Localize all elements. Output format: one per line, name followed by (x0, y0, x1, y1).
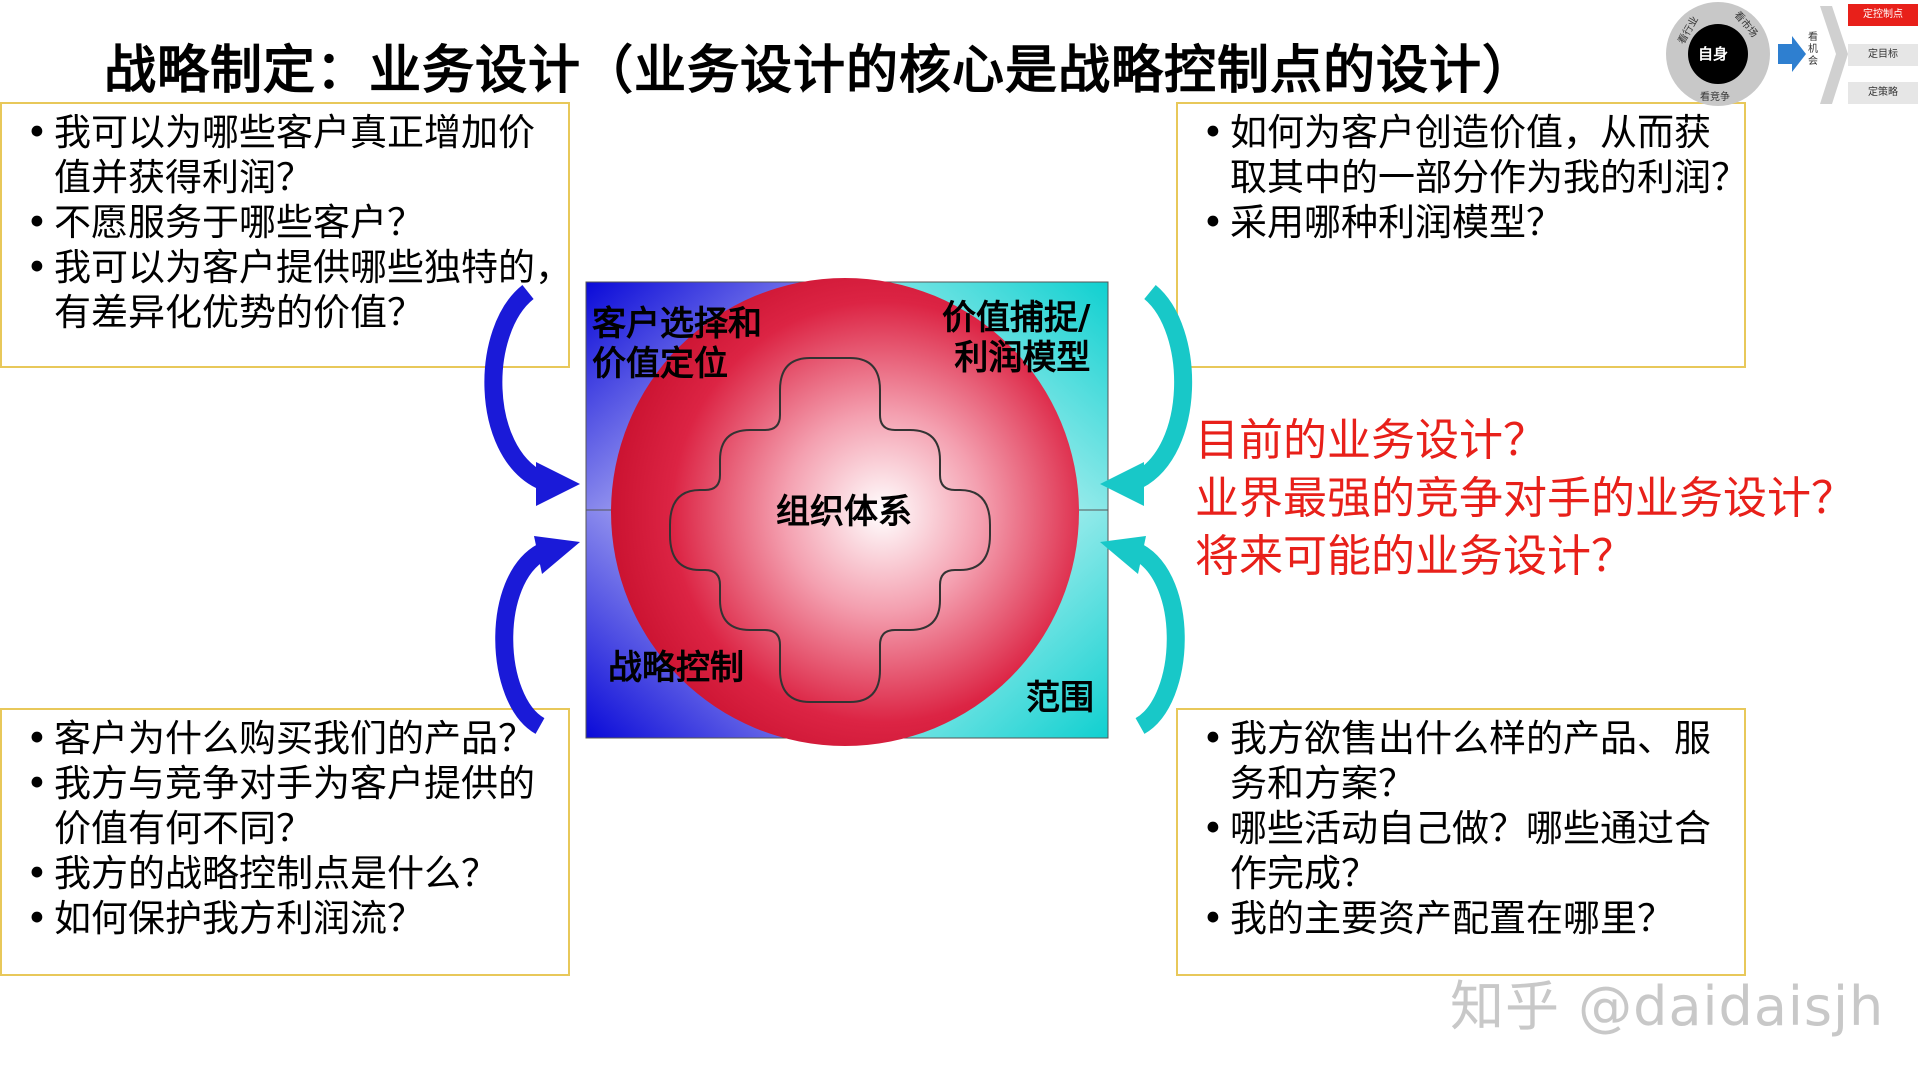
quadrant-label-customer: 客户选择和 价值定位 (592, 304, 762, 384)
arrow-left-bottom (495, 544, 547, 734)
arrow-right-top-head (1100, 462, 1144, 506)
arrow-left-top (484, 284, 545, 489)
center-label: 组织体系 (776, 492, 912, 532)
question-list: 我方欲售出什么样的产品、服 务和方案？哪些活动自己做？哪些通过合 作完成？我的主… (1202, 716, 1734, 941)
page-title: 战略制定：业务设计（业务设计的核心是战略控制点的设计） (104, 41, 1536, 101)
question-box-top-right: 如何为客户创造价值，从而获 取其中的一部分作为我的利润？采用哪种利润模型？ (1176, 102, 1748, 368)
organization-sphere (611, 278, 1079, 746)
question-item: 我可以为哪些客户真正增加价 值并获得利润？ (26, 110, 558, 200)
mini-center-label: 自身 (1698, 45, 1729, 63)
question-item: 客户为什么购买我们的产品？ (26, 716, 558, 761)
design-question: 将来可能的业务设计？ (1195, 531, 1635, 582)
question-item: 如何保护我方利润流？ (26, 896, 558, 941)
question-item: 采用哪种利润模型？ (1202, 200, 1734, 245)
question-item: 我可以为客户提供哪些独特的， 有差异化优势的价值？ (26, 245, 572, 335)
question-item: 我方欲售出什么样的产品、服 务和方案？ (1202, 716, 1734, 806)
quadrant-label-strategic-control: 战略控制 (608, 648, 744, 688)
arrow-right-bottom (1133, 544, 1185, 734)
mini-chip: 定控制点 (1848, 4, 1918, 26)
mini-nav-graphic (1666, 2, 1848, 106)
mini-side-label: 看 机 会 (1808, 32, 1818, 67)
question-box-bottom-right: 我方欲售出什么样的产品、服 务和方案？哪些活动自己做？哪些通过合 作完成？我的主… (1176, 708, 1746, 976)
diagram-graphic (484, 278, 1192, 746)
question-item: 如何为客户创造价值，从而获 取其中的一部分作为我的利润？ (1202, 110, 1748, 200)
arrow-left-bottom-head (534, 536, 580, 574)
quadrant-label-value-capture: 价值捕捉/ 利润模型 (942, 298, 1091, 378)
mini-ring-label: 看竞争 (1700, 92, 1730, 103)
design-question: 目前的业务设计？ (1195, 415, 1547, 466)
business-design-diagram: 客户选择和 价值定位 价值捕捉/ 利润模型 战略控制 范围 组织体系 (480, 270, 1200, 750)
question-item: 我方与竞争对手为客户提供的 价值有何不同？ (26, 761, 558, 851)
mini-chip: 定策略 (1848, 82, 1918, 104)
design-questions: 目前的业务设计？ 业界最强的竞争对手的业务设计？ 将来可能的业务设计？ (1195, 412, 1855, 586)
arrow-right-bottom-head (1100, 536, 1146, 574)
question-list: 客户为什么购买我们的产品？我方与竞争对手为客户提供的 价值有何不同？我方的战略控… (26, 716, 558, 941)
question-list: 如何为客户创造价值，从而获 取其中的一部分作为我的利润？采用哪种利润模型？ (1202, 110, 1748, 245)
watermark: 知乎 @daidaisjh (1450, 975, 1885, 1038)
question-item: 不愿服务于哪些客户？ (26, 200, 558, 245)
question-item: 我方的战略控制点是什么？ (26, 851, 558, 896)
quadrant-label-scope: 范围 (1026, 678, 1094, 718)
arrow-left-top-head (536, 462, 580, 506)
question-item: 哪些活动自己做？哪些通过合 作完成？ (1202, 806, 1734, 896)
question-box-bottom-left: 客户为什么购买我们的产品？我方与竞争对手为客户提供的 价值有何不同？我方的战略控… (0, 708, 570, 976)
organization-cross (669, 357, 991, 703)
mini-chip: 定目标 (1848, 44, 1918, 66)
question-list: 我可以为哪些客户真正增加价 值并获得利润？不愿服务于哪些客户？我可以为客户提供哪… (26, 110, 572, 335)
mini-nav: 自身 看行业 看市场 看竞争 看 机 会 定控制点 定目标 定策略 (1660, 0, 1920, 110)
arrow-right-top (1133, 285, 1192, 488)
question-item: 我的主要资产配置在哪里？ (1202, 896, 1734, 941)
design-question: 业界最强的竞争对手的业务设计？ (1195, 473, 1855, 524)
question-box-top-left: 我可以为哪些客户真正增加价 值并获得利润？不愿服务于哪些客户？我可以为客户提供哪… (0, 102, 572, 368)
